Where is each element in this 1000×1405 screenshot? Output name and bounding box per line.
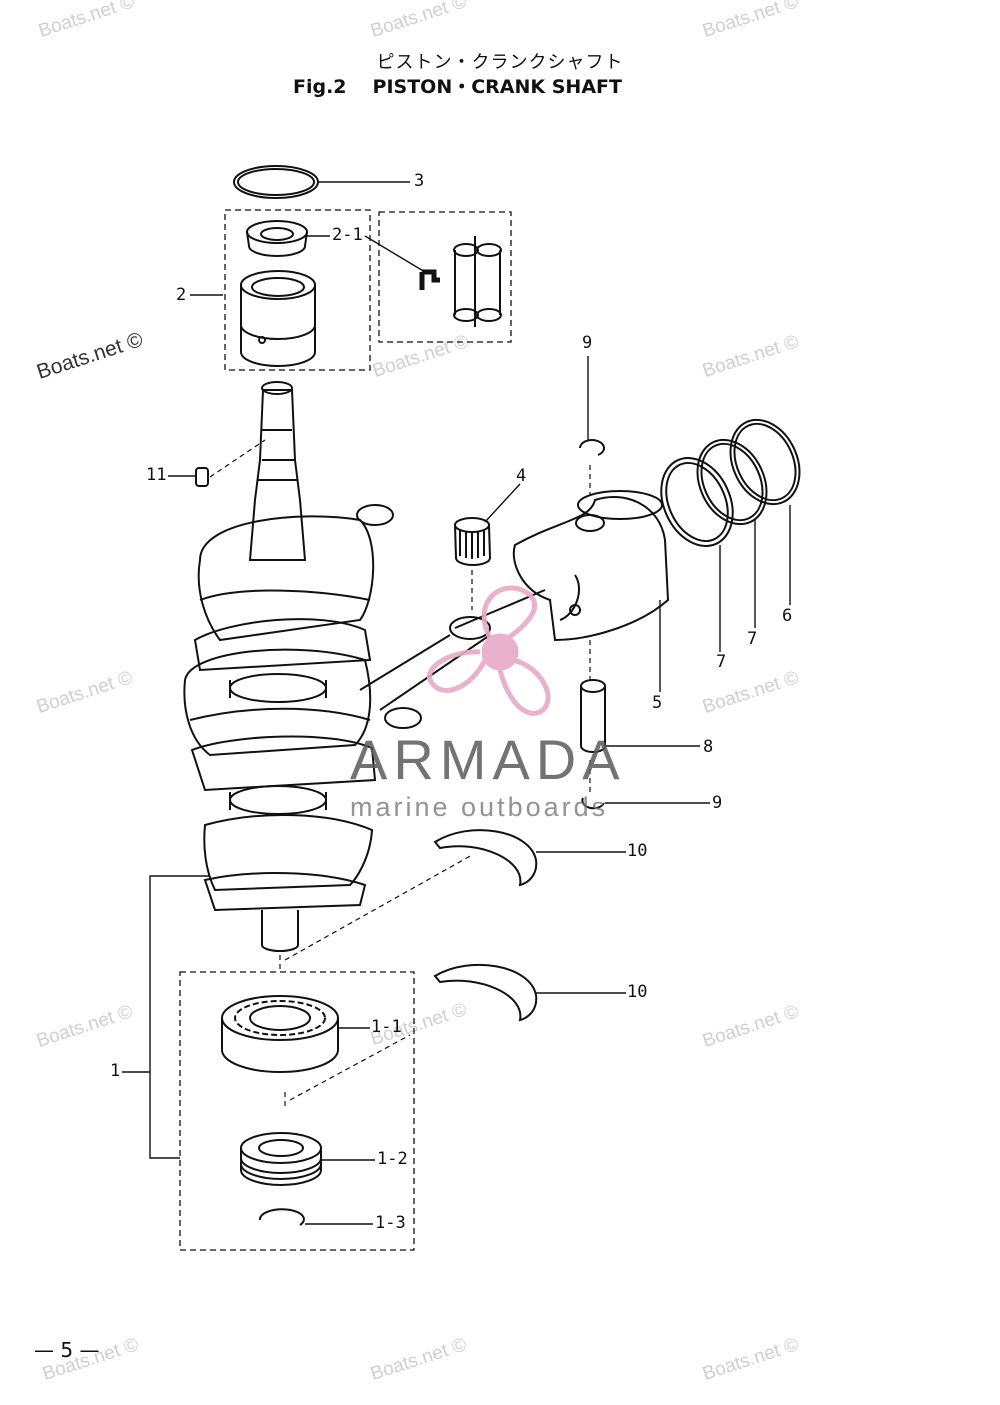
part-2-1-seal: [246, 220, 308, 257]
callout-5: 5: [652, 693, 663, 713]
crankshaft: [183, 381, 422, 952]
callout-1-2: 1-2: [377, 1149, 408, 1169]
callout-8: 8: [703, 737, 714, 757]
callout-7-b: 7: [747, 629, 758, 649]
part-2-group-box: [224, 209, 371, 371]
part-1-1-main-bearing: [221, 995, 339, 1073]
armada-logo-name: ARMADA: [350, 728, 626, 791]
armada-logo-subtitle: marine outboards: [350, 792, 609, 822]
callout-3: 3: [414, 171, 425, 191]
part-6-ring: [729, 418, 801, 506]
callout-10-a: 10: [627, 841, 648, 861]
armada-propeller-icon: [427, 585, 551, 716]
part-7-ring-b: [696, 438, 768, 526]
part-4-needle-bearing: [454, 517, 492, 566]
part-3-o-ring: [233, 165, 319, 199]
page-number: — 5 —: [34, 1338, 100, 1362]
part-10-thrust-washer-b: [433, 963, 538, 1022]
callout-4: 4: [516, 466, 527, 486]
figure-title-japanese: ピストン・クランクシャフト: [376, 52, 624, 73]
special-tool-drawing: [453, 236, 502, 327]
callout-1: 1: [110, 1061, 121, 1081]
part-11-key: [195, 467, 209, 487]
callout-10-b: 10: [627, 982, 648, 1002]
callout-2-1: 2-1: [332, 225, 363, 245]
callout-2: 2: [176, 285, 187, 305]
figure-title-english: Fig.2 PISTON・CRANK SHAFT: [293, 72, 648, 99]
special-tool-box: [378, 211, 512, 343]
part-5-piston: [512, 490, 670, 642]
callout-1-1: 1-1: [371, 1017, 402, 1037]
part-1-3-snap-ring: [258, 1208, 305, 1226]
figure-number: Fig.2: [293, 76, 347, 98]
part-1-group-box: [179, 971, 415, 1251]
part-2-bearing-sleeve: [240, 270, 316, 367]
tool-symbol-icon: [419, 269, 440, 290]
callout-6: 6: [782, 606, 793, 626]
part-10-thrust-washer-a: [433, 829, 538, 887]
figure-name: PISTON・CRANK SHAFT: [372, 76, 622, 98]
callout-1-3: 1-3: [375, 1213, 406, 1233]
callout-7-a: 7: [716, 652, 727, 672]
part-1-2-seal-housing: [240, 1132, 322, 1186]
callout-11: 11: [146, 465, 167, 485]
callout-9-bottom: 9: [712, 793, 723, 813]
part-9-circlip-bottom: [581, 797, 605, 810]
part-9-circlip-top: [579, 439, 605, 456]
part-8-piston-pin: [580, 679, 606, 753]
part-7-ring-a: [660, 457, 734, 547]
callout-9-top: 9: [582, 333, 593, 353]
